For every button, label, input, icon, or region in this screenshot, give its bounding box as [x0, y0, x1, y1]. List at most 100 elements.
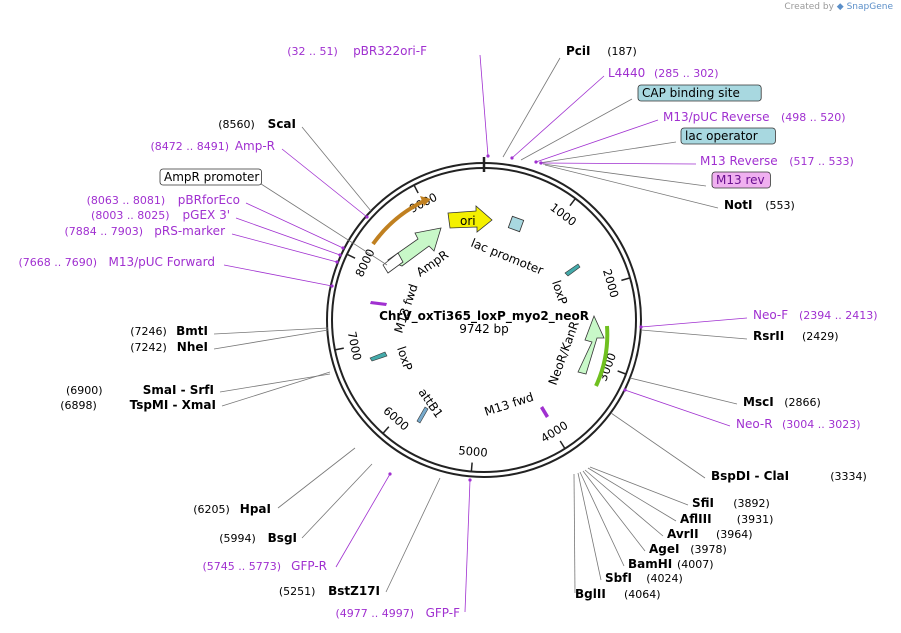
primer-site-marker [534, 160, 538, 164]
site-label-pbr322ori-f: pBR322ori-F (32 .. 51) [287, 44, 427, 58]
site-name: SmaI - SrfI [143, 383, 214, 397]
site-name: Amp-R [235, 139, 275, 153]
leader-line [335, 473, 391, 568]
site-name: NotI [724, 198, 753, 212]
site-name: BstZ17I [328, 584, 380, 598]
loxp1-marker [564, 263, 581, 277]
site-name: BamHI [628, 557, 672, 571]
tick-mark [559, 440, 566, 450]
site-coord: (32 .. 51) [287, 45, 338, 58]
site-coord: (3978) [690, 543, 727, 556]
site-name: M13/pUC Reverse [663, 110, 770, 124]
plasmid-name: ChrV_oxTi365_loxP_myo2_neoR [379, 309, 589, 324]
site-label-msci: MscI(2866) [743, 395, 821, 409]
leader-line [542, 163, 707, 187]
snapgene-credit: Created by ◆ SnapGene [784, 2, 893, 12]
site-label-rsrii: RsrII (2429) [753, 329, 839, 343]
primer-site-marker [388, 472, 392, 476]
primer-site-marker [330, 284, 334, 288]
site-coord: (8560) [218, 118, 255, 131]
leader-line [213, 329, 329, 350]
feature-label-box [637, 84, 762, 102]
leader-line [385, 477, 441, 593]
site-label-gfpr: GFP-R (5745 .. 5773) [202, 559, 327, 573]
leader-line [577, 472, 602, 581]
site-coord: (187) [607, 45, 637, 58]
leader-line [624, 389, 731, 427]
tick-mark [569, 198, 576, 207]
site-name: pBR322ori-F [353, 44, 427, 58]
tick-mark [470, 462, 473, 472]
site-coord: (7246) [130, 325, 167, 338]
site-coord: (517 .. 533) [789, 155, 854, 168]
leader-line [584, 469, 664, 537]
leader-line [587, 467, 677, 522]
leader-line [579, 471, 625, 567]
site-coord: (3931) [737, 513, 774, 526]
leader-line [219, 373, 331, 393]
site-name: HpaI [240, 502, 271, 516]
leader-line [479, 54, 489, 157]
site-name: BsgI [268, 531, 297, 545]
leader-line [301, 126, 372, 212]
m13fwd2-label: M13 fwd [483, 390, 536, 419]
loxp2-label: loxP [394, 345, 415, 373]
ampr-feature-arc [371, 199, 425, 246]
site-label-afliii: AflIII(3931) [680, 512, 773, 526]
tick-mark [617, 370, 627, 375]
tick-label: 5000 [458, 443, 488, 459]
site-coord: (5251) [279, 585, 316, 598]
site-label-amprprimer: Amp-R(8472 .. 8491) [150, 139, 275, 153]
site-name: M13 Reverse [700, 154, 778, 168]
site-label-sfii: SfiI(3892) [692, 496, 770, 510]
site-name: GFP-R [291, 559, 327, 573]
tick-label: 8000 [352, 247, 377, 279]
site-label-noti: NotI(553) [724, 198, 795, 212]
site-coord: (2866) [784, 396, 821, 409]
primer-site-marker [335, 260, 339, 264]
site-label-agei: AgeI(3978) [649, 542, 727, 556]
site-label-tspmi: TspMI - XmaI(6898) [60, 398, 216, 412]
leader-line [257, 181, 388, 266]
site-label-avrii: AvrII(3964) [667, 527, 753, 541]
site-name: BmtI [176, 324, 208, 338]
ampr-promoter-box [382, 252, 404, 274]
ampr-feature-arrow [387, 227, 442, 267]
loxp1-label: loxP [549, 279, 570, 307]
leader-line [610, 412, 706, 479]
leader-line [589, 466, 689, 506]
ampr-arc-arrowhead [420, 196, 431, 206]
site-name: BspDI - ClaI [711, 469, 789, 483]
site-label-nhei: NheI(7242) [130, 340, 208, 354]
tick-mark [346, 253, 356, 259]
site-name: ScaI [268, 117, 296, 131]
site-coord: (4024) [646, 572, 683, 585]
credit-prefix: Created by [784, 2, 834, 12]
leader-line [573, 473, 576, 594]
feature-name: CAP binding site [642, 86, 740, 100]
leader-line [511, 75, 605, 159]
site-name: NheI [177, 340, 208, 354]
primer-site-marker [341, 246, 345, 250]
leader-line [245, 202, 344, 249]
neor-feature-arc [594, 325, 610, 387]
site-name: RsrII [753, 329, 784, 343]
lac-operator-marker [507, 215, 525, 233]
site-coord: (2429) [802, 330, 839, 343]
feature-label-box [159, 168, 262, 186]
site-name: L4440 [608, 66, 645, 80]
leader-line [629, 377, 738, 405]
site-name: pRS-marker [154, 224, 225, 238]
leader-line [640, 329, 748, 340]
tick-label: 7000 [345, 330, 364, 361]
site-coord: (3004 .. 3023) [782, 418, 861, 431]
leader-line [520, 98, 633, 161]
site-label-prs: pRS-marker(7884 .. 7903) [64, 224, 225, 238]
site-coord: (7668 .. 7690) [18, 256, 97, 269]
site-coord: (5745 .. 5773) [202, 560, 281, 573]
site-label-hpai: HpaI(6205) [193, 502, 271, 516]
site-name: GFP-F [426, 606, 461, 620]
leader-line [502, 57, 561, 158]
primer-site-marker [639, 325, 643, 329]
site-label-lacop: lac operator [680, 127, 776, 145]
